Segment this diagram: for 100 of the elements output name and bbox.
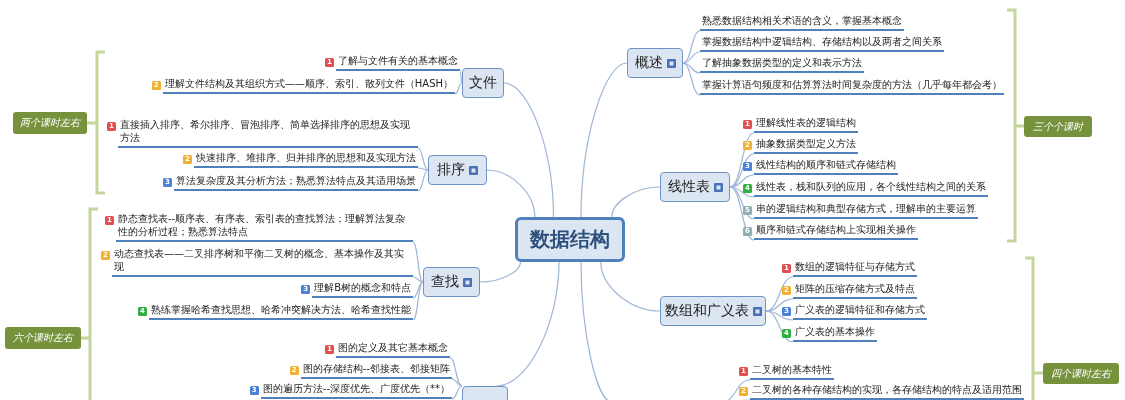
- subtopic-item: [312, 281, 413, 298]
- subtopic-item: [162, 77, 455, 94]
- topic-text: 快速排序、堆排序、归并排序的思想和及实现方法: [196, 152, 416, 163]
- duration-tag: [5, 327, 81, 349]
- subtopic-item: [336, 54, 460, 71]
- topic-text: 矩阵的压缩存储方式及特点: [795, 283, 915, 294]
- connector-line: [765, 310, 794, 343]
- tag-text: 四个课时左右: [1051, 366, 1111, 381]
- branch-topic: [627, 48, 683, 78]
- subtopic-item: [112, 247, 413, 277]
- topic-title: 概述: [634, 54, 663, 72]
- subtopic-item: [700, 78, 1004, 95]
- tag-text: 三个个课时: [1033, 119, 1083, 134]
- connector-line: [412, 281, 424, 321]
- topic-text: 串的逻辑结构和典型存储方式，理解串的主要运算: [756, 203, 976, 214]
- topic-text: 了解与文件有关的基本概念: [338, 55, 458, 66]
- subtopic-item: [793, 303, 927, 320]
- topic-text: 了解抽象数据类型的定义和表示方法: [702, 57, 862, 68]
- subtopic-item: [194, 151, 418, 168]
- connector-line: [412, 241, 424, 283]
- topic-text: 图的定义及其它基本概念: [338, 342, 448, 353]
- connector-line: [459, 70, 463, 84]
- tag-text: 两个课时左右: [20, 116, 80, 130]
- connector-line: [580, 62, 628, 218]
- subtopic-item: [750, 363, 834, 380]
- subtopic-item: [300, 362, 452, 379]
- connector-line: [454, 82, 463, 95]
- subtopic-item: [116, 212, 413, 242]
- topic-text: 理解B树的概念和特点: [314, 282, 411, 293]
- topic-text: 二叉树的基本特性: [752, 364, 832, 375]
- branch-topic: [660, 296, 766, 326]
- topic-text: 抽象数据类型定义方法: [756, 138, 856, 149]
- topic-text: 线性结构的顺序和链式存储结构: [756, 159, 896, 170]
- topic-title: 查找: [431, 273, 459, 291]
- connector-line: [729, 186, 755, 241]
- subtopic-item: [750, 383, 1024, 400]
- topic-title: 排序: [437, 161, 465, 179]
- connector-line: [503, 82, 555, 218]
- subtopic-item: [754, 223, 918, 240]
- topic-text: 线性表，栈和队列的应用，各个线性结构之间的关系: [756, 181, 986, 192]
- subtopic-item: [793, 325, 877, 342]
- subtopic-item: [700, 35, 944, 52]
- duration-tag: [1043, 363, 1119, 384]
- topic-title: 文件: [469, 74, 497, 92]
- subtopic-item: [700, 14, 904, 31]
- connector-line: [611, 186, 661, 218]
- branch-topic: [660, 172, 730, 202]
- subtopic-item: [754, 137, 858, 154]
- connector-line: [417, 169, 429, 192]
- branch-topic: [428, 155, 487, 185]
- central-topic: [515, 217, 625, 262]
- topic-text: 理解文件结构及其组织方式——顺序、索引、散列文件（HASH）: [164, 78, 453, 89]
- topic-text: 广义表的基本操作: [795, 326, 875, 337]
- connector-line: [451, 378, 463, 387]
- subtopic-item: [754, 116, 858, 133]
- subtopic-item: [754, 180, 988, 197]
- topic-text: 静态查找表--顺序表、有序表、索引表的查找算法；理解算法复杂性的分析过程；熟悉算法特点: [118, 213, 406, 237]
- duration-tag: [1024, 116, 1092, 137]
- topic-text: 掌握计算语句频度和估算算法时间复杂度的方法（几乎每年都会考）: [702, 79, 1002, 90]
- connector-line: [479, 261, 522, 283]
- connector-line: [729, 132, 755, 188]
- connector-line: [682, 62, 701, 96]
- tag-text: 六个课时左右: [13, 331, 73, 345]
- subtopic-item: [336, 341, 450, 358]
- connector-line: [600, 261, 661, 312]
- topic-title: 数组和广义表: [664, 302, 749, 320]
- connector-line: [417, 167, 429, 171]
- topic-text: 广义表的逻辑特征和存储方式: [795, 304, 925, 315]
- subtopic-item: [754, 158, 898, 175]
- topic-text: 图的存储结构--邻接表、邻接矩阵: [302, 363, 450, 374]
- connector-line: [449, 357, 463, 387]
- topic-text: 动态查找表——二叉排序树和平衡二叉树的概念、基本操作及其实现: [114, 248, 404, 272]
- connector-line: [765, 310, 794, 321]
- subtopic-item: [174, 174, 418, 191]
- subtopic-item: [149, 303, 413, 320]
- topic-text: 图的遍历方法--深度优先、广度优先（**）: [262, 383, 450, 394]
- topic-text: 熟练掌握哈希查找思想、哈希冲突解决方法、哈希查找性能: [151, 304, 411, 315]
- subtopic-item: [260, 382, 452, 399]
- topic-text: 顺序和链式存储结构上实现相关操作: [756, 224, 916, 235]
- topic-text: 算法复杂度及其分析方法；熟悉算法特点及其适用场景: [176, 175, 416, 186]
- connector-line: [412, 281, 424, 299]
- subtopic-item: [700, 56, 864, 73]
- branch-topic: [462, 68, 504, 98]
- topic-title: 线性表: [667, 178, 710, 196]
- subtopic-item: [793, 282, 917, 299]
- topic-text: 数组的逻辑特征与存储方式: [795, 261, 915, 272]
- topic-text: 熟悉数据结构相关术语的含义，掌握基本概念: [702, 15, 902, 26]
- connector-line: [682, 51, 701, 64]
- subtopic-item: [793, 260, 917, 277]
- duration-tag: [13, 112, 87, 134]
- connector-line: [412, 276, 424, 283]
- connector-line: [682, 30, 701, 64]
- subtopic-item: [118, 118, 418, 148]
- connector-line: [451, 385, 463, 400]
- topic-title: 数据结构: [530, 226, 610, 253]
- topic-text: 二叉树的各种存储结构的实现，各存储结构的特点及适用范围: [752, 384, 1022, 395]
- connector-line: [417, 147, 429, 171]
- branch-topic: [423, 267, 480, 297]
- topic-text: 掌握数据结构中逻辑结构、存储结构以及两者之间关系: [702, 36, 942, 47]
- topic-text: 理解线性表的逻辑结构: [756, 117, 856, 128]
